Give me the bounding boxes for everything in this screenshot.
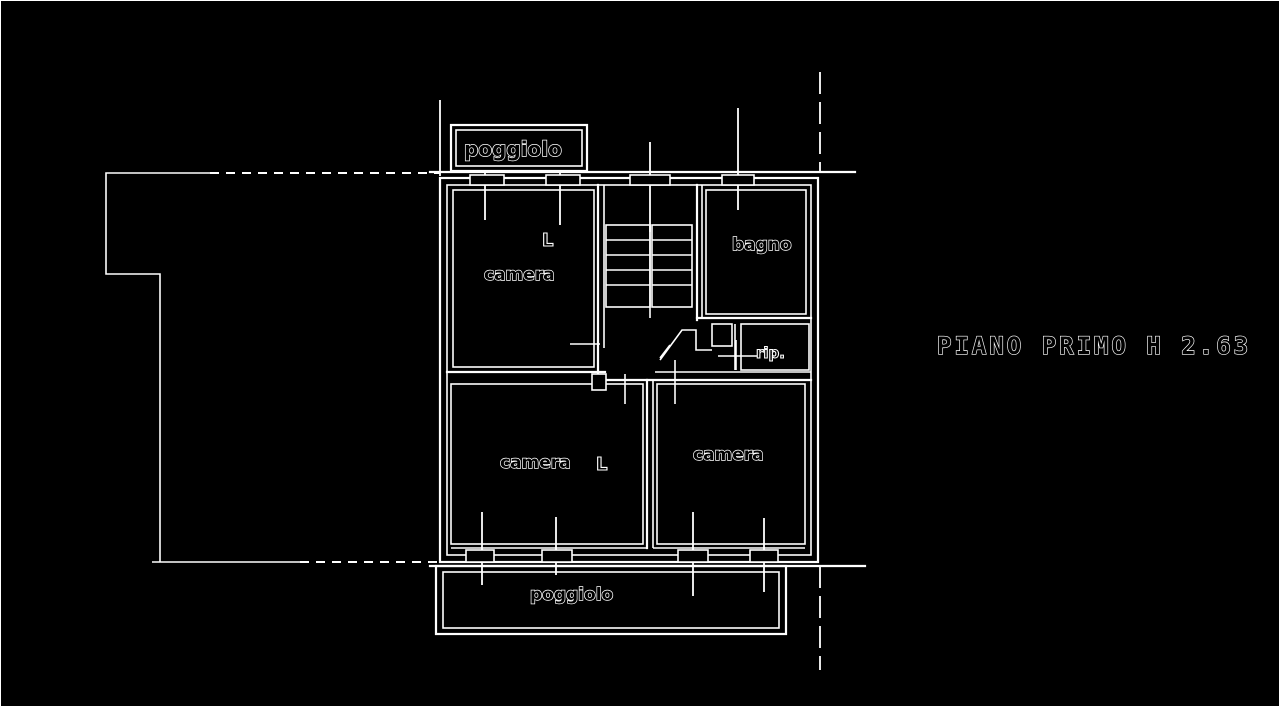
window-bottom-3 — [677, 549, 709, 563]
window-top-3 — [629, 174, 671, 186]
window-bottom-4 — [749, 549, 779, 563]
interior-walls — [445, 183, 813, 550]
door-left — [591, 373, 607, 391]
label-bathroom: bagno — [732, 235, 792, 255]
label-bedroom-main-mark: L — [596, 454, 607, 475]
window-top-1 — [469, 174, 505, 186]
label-bedroom-top: camera — [484, 265, 555, 285]
window-top-2 — [545, 174, 581, 186]
left-outline — [105, 172, 440, 563]
balcony-bottom — [434, 564, 788, 636]
window-bottom-2 — [541, 549, 573, 563]
label-balcony-top: poggiolo — [464, 137, 562, 161]
label-balcony-bottom: poggiolo — [530, 585, 613, 605]
floor-title: PIANO PRIMO H 2.63 — [937, 332, 1251, 360]
balcony-top — [449, 123, 589, 173]
openings — [465, 174, 779, 563]
window-bottom-1 — [465, 549, 495, 563]
label-bedroom-top-mark: L — [542, 230, 553, 251]
label-bedroom-right: camera — [693, 445, 764, 465]
label-wc: rip. — [756, 344, 785, 362]
door-wc — [711, 323, 733, 347]
label-bedroom-main: camera — [500, 453, 571, 473]
room-labels: poggiolo camera L bagno rip. camera L ca… — [463, 136, 792, 605]
window-top-4 — [721, 174, 755, 186]
staircase — [605, 224, 712, 361]
